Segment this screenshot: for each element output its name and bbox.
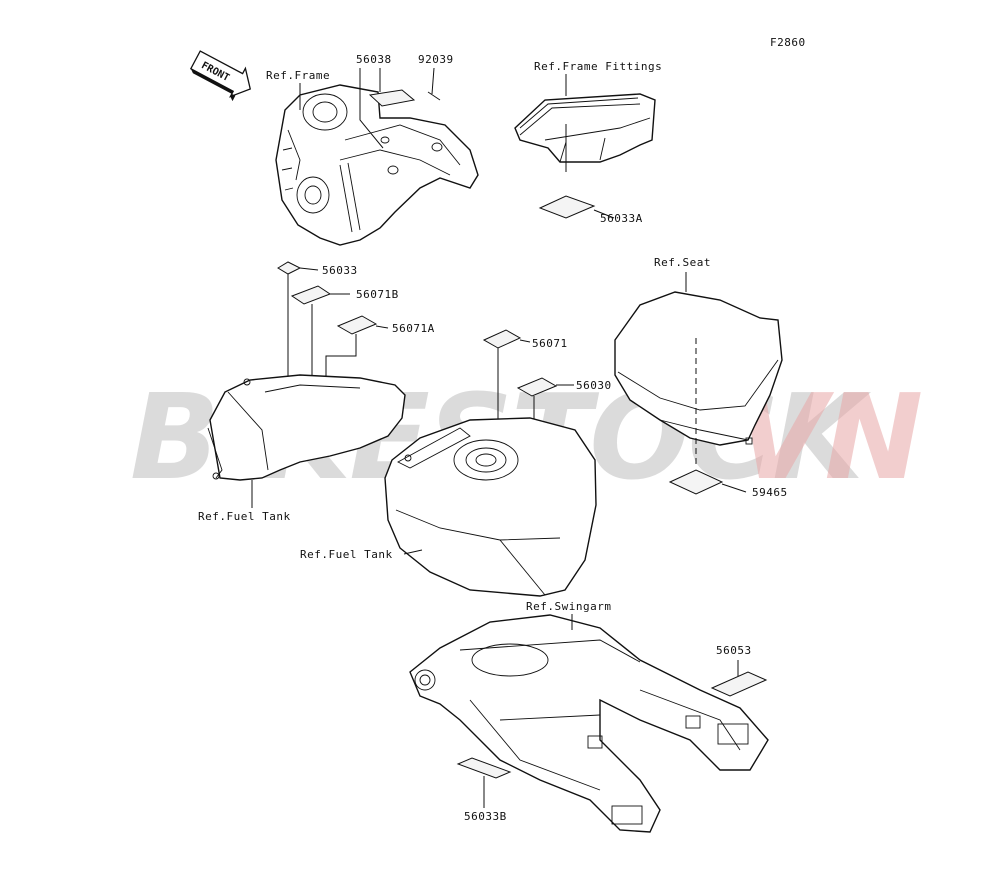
- sticker-56033: [277, 261, 302, 275]
- sticker-56033A: [538, 195, 596, 219]
- figure-code: F2860: [770, 36, 806, 49]
- tank-cover-illustration: [207, 374, 406, 481]
- sticker-56071: [482, 329, 522, 349]
- label-ref-frame-fittings: Ref.Frame Fittings: [534, 60, 662, 73]
- label-56033B: 56033B: [464, 810, 507, 823]
- fuel-tank-illustration: [384, 417, 597, 597]
- seat-illustration: [614, 291, 783, 446]
- sticker-56038: [368, 89, 416, 107]
- label-ref-fuel-tank-1: Ref.Fuel Tank: [198, 510, 291, 523]
- label-ref-seat: Ref.Seat: [654, 256, 711, 269]
- label-59465: 59465: [752, 486, 788, 499]
- sticker-56030: [516, 377, 558, 397]
- sticker-56053: [710, 671, 768, 697]
- label-56033A: 56033A: [600, 212, 643, 225]
- sticker-59465: [668, 469, 724, 495]
- label-56071A: 56071A: [392, 322, 435, 335]
- label-ref-fuel-tank-2: Ref.Fuel Tank: [300, 548, 393, 561]
- sticker-56033B: [456, 757, 512, 779]
- label-56053: 56053: [716, 644, 752, 657]
- sticker-56071A: [336, 315, 378, 335]
- front-arrow-icon: FRONT: [189, 50, 252, 102]
- sticker-56071B: [290, 285, 332, 305]
- label-56030: 56030: [576, 379, 612, 392]
- label-56071B: 56071B: [356, 288, 399, 301]
- frame-illustration: [275, 84, 479, 246]
- label-92039: 92039: [418, 53, 454, 66]
- label-56038: 56038: [356, 53, 392, 66]
- label-ref-swingarm: Ref.Swingarm: [526, 600, 611, 613]
- frame-fittings-illustration: [514, 93, 656, 163]
- swingarm-illustration: [409, 614, 769, 833]
- label-56071: 56071: [532, 337, 568, 350]
- label-ref-frame: Ref.Frame: [266, 69, 330, 82]
- label-56033: 56033: [322, 264, 358, 277]
